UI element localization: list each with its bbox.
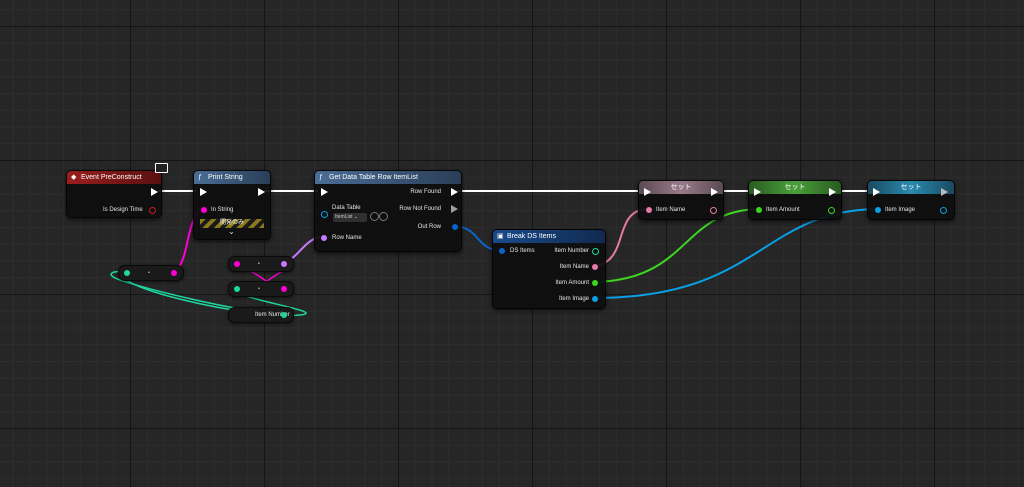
- function-f-icon: ƒ: [319, 174, 323, 181]
- item-name-input-label: Item Name: [656, 207, 686, 213]
- set-node-title: セット: [784, 184, 806, 191]
- conversion-input-pin[interactable]: [234, 261, 240, 267]
- event-node-header[interactable]: ◆ Event PreConstruct: [67, 171, 161, 184]
- item-image-pin[interactable]: [592, 296, 598, 302]
- item-amount-output-pin[interactable]: [828, 207, 835, 214]
- set-node-title: セット: [670, 184, 692, 191]
- exec-out-pin[interactable]: [151, 188, 158, 196]
- row-name-pin[interactable]: [321, 235, 327, 241]
- print-string-title: Print String: [208, 174, 243, 181]
- string-to-name-conversion-node[interactable]: •: [228, 256, 294, 272]
- row-name-label: Row Name: [332, 235, 362, 241]
- conversion-output-pin[interactable]: [171, 270, 177, 276]
- exec-in-pin[interactable]: [754, 188, 761, 196]
- conversion-dot: •: [148, 270, 150, 276]
- break-ds-items-node[interactable]: ▣ Break DS Items DS Items Item Number It…: [492, 229, 606, 309]
- object-wire: [593, 208, 876, 299]
- development-only-label: 開発のみ: [219, 220, 244, 226]
- item-image-input-pin[interactable]: [875, 207, 881, 213]
- exec-in-pin[interactable]: [644, 188, 651, 196]
- ds-items-pin[interactable]: [499, 248, 505, 254]
- set-node-header[interactable]: セット: [639, 181, 723, 194]
- exec-out-pin[interactable]: [258, 188, 265, 196]
- event-preconstruct-node[interactable]: ◆ Event PreConstruct Is Design Time: [66, 170, 162, 218]
- item-amount-pin[interactable]: [592, 280, 598, 286]
- item-image-input-label: Item Image: [885, 207, 916, 213]
- conversion-output-pin[interactable]: [281, 286, 287, 292]
- conversion-dot: •: [258, 261, 260, 267]
- item-amount-input-label: Item Amount: [766, 207, 800, 213]
- conversion-output-pin[interactable]: [281, 261, 287, 267]
- get-data-table-row-node[interactable]: ƒ Get Data Table Row ItemList Row Found …: [314, 170, 462, 252]
- exec-out-pin[interactable]: [829, 188, 836, 196]
- item-number-getter-pin[interactable]: [281, 312, 287, 318]
- item-amount-input-pin[interactable]: [756, 207, 762, 213]
- data-table-value: ItemList: [335, 214, 353, 220]
- item-image-output-pin[interactable]: [940, 207, 947, 214]
- get-row-title: Get Data Table Row ItemList: [329, 174, 418, 181]
- event-diamond-icon: ◆: [71, 174, 77, 181]
- break-node-header[interactable]: ▣ Break DS Items: [493, 230, 605, 243]
- monitor-icon: [155, 163, 168, 173]
- data-table-pin[interactable]: [321, 211, 328, 218]
- data-table-label: Data Table: [332, 205, 361, 211]
- print-string-node[interactable]: ƒ Print String In String 開発のみ ⌄: [193, 170, 271, 240]
- is-design-time-label: Is Design Time: [103, 207, 143, 213]
- item-number-label: Item Number: [554, 248, 589, 254]
- in-string-label: In String: [211, 207, 234, 213]
- struct-icon: ▣: [497, 233, 504, 240]
- row-found-label: Row Found: [410, 189, 441, 195]
- chevron-down-icon[interactable]: ⌄: [228, 227, 235, 236]
- ds-items-label: DS Items: [510, 248, 535, 254]
- exec-in-pin[interactable]: [873, 188, 880, 196]
- is-design-time-pin[interactable]: [149, 207, 156, 214]
- item-number-pin[interactable]: [592, 248, 599, 255]
- set-node-header[interactable]: セット: [749, 181, 841, 194]
- print-string-header[interactable]: ƒ Print String: [194, 171, 270, 184]
- exec-in-pin[interactable]: [200, 188, 207, 196]
- break-node-title: Break DS Items: [507, 233, 557, 240]
- item-name-pin[interactable]: [592, 264, 598, 270]
- event-node-title: Event PreConstruct: [81, 174, 142, 181]
- set-item-image-node[interactable]: セット Item Image: [867, 180, 955, 220]
- development-only-banner: 開発のみ: [200, 219, 264, 228]
- exec-in-pin[interactable]: [321, 188, 328, 196]
- set-node-title: セット: [900, 184, 922, 191]
- int-to-string-conversion-node[interactable]: •: [118, 265, 184, 281]
- get-row-header[interactable]: ƒ Get Data Table Row ItemList: [315, 171, 461, 184]
- conversion-input-pin[interactable]: [124, 270, 130, 276]
- item-name-label: Item Name: [559, 264, 589, 270]
- out-row-label: Out Row: [417, 224, 441, 230]
- exec-out-pin[interactable]: [941, 188, 948, 196]
- conversion-dot: •: [258, 286, 260, 292]
- out-row-pin[interactable]: [452, 224, 458, 230]
- conversion-input-pin[interactable]: [234, 286, 240, 292]
- row-not-found-exec-pin[interactable]: [451, 205, 458, 213]
- set-item-name-node[interactable]: セット Item Name: [638, 180, 724, 220]
- item-amount-label: Item Amount: [555, 280, 589, 286]
- use-asset-icon[interactable]: [379, 212, 388, 221]
- function-f-icon: ƒ: [198, 174, 202, 181]
- item-number-getter-node[interactable]: Item Number: [228, 307, 294, 323]
- set-node-header[interactable]: セット: [868, 181, 954, 194]
- item-name-output-pin[interactable]: [710, 207, 717, 214]
- int-to-string-conversion-node-2[interactable]: •: [228, 281, 294, 297]
- row-not-found-label: Row Not Found: [399, 206, 441, 212]
- item-image-label: Item Image: [558, 296, 589, 302]
- exec-out-pin[interactable]: [711, 188, 718, 196]
- item-name-input-pin[interactable]: [646, 207, 652, 213]
- data-table-select[interactable]: ItemList ⌄: [333, 213, 367, 222]
- browse-icon[interactable]: [370, 212, 379, 221]
- item-number-getter-label: Item Number: [255, 312, 290, 318]
- in-string-pin[interactable]: [201, 207, 207, 213]
- float-wire: [593, 208, 758, 283]
- set-item-amount-node[interactable]: セット Item Amount: [748, 180, 842, 220]
- row-found-exec-pin[interactable]: [451, 188, 458, 196]
